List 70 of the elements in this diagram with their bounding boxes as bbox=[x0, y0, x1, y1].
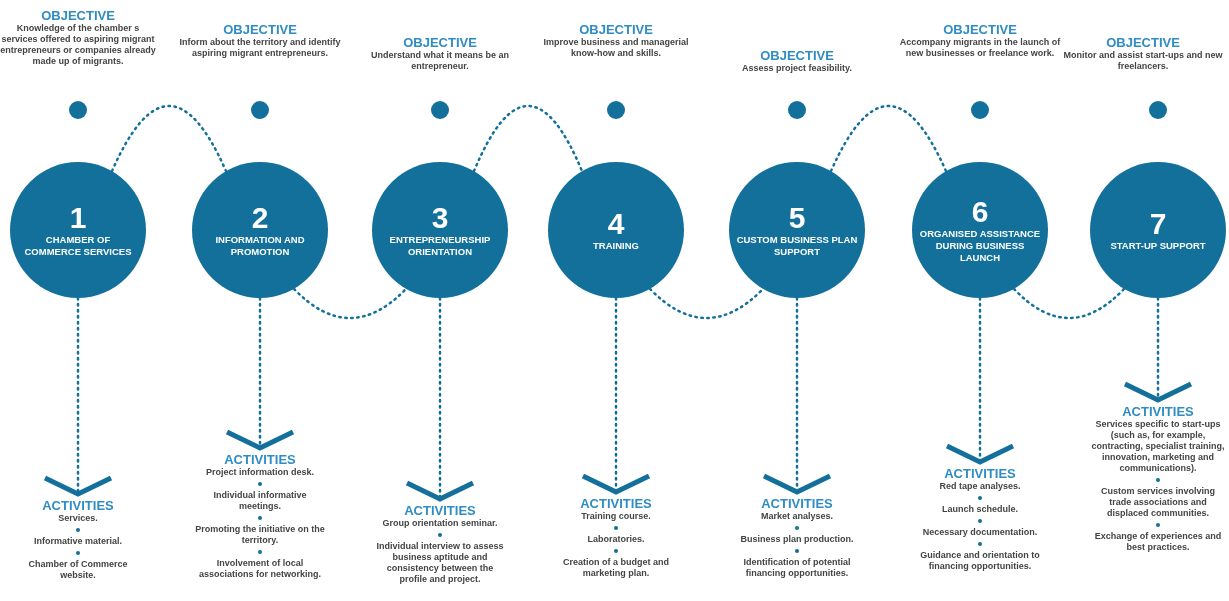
activity-text: Individual informative meetings. bbox=[212, 490, 308, 512]
activities-heading: ACTIVITIES bbox=[761, 496, 833, 511]
activity-text: Involvement of local associations for networking. bbox=[198, 558, 322, 580]
step-title: CUSTOM BUSINESS PLAN SUPPORT bbox=[736, 234, 858, 258]
activity-text: Necessary documentation. bbox=[922, 527, 1038, 538]
activity-text: Creation of a budget and marketing plan. bbox=[562, 557, 670, 579]
activities-heading: ACTIVITIES bbox=[224, 452, 296, 467]
dotted-arrow bbox=[404, 296, 476, 502]
objective-heading: OBJECTIVE bbox=[41, 8, 115, 23]
step-title: START-UP SUPPORT bbox=[1109, 240, 1207, 252]
activity-text: Custom services involving trade associations and displaced communities. bbox=[1099, 486, 1216, 519]
objective-text: Accompany migrants in the launch of new businesses or freelance work. bbox=[898, 37, 1062, 59]
step-number: 4 bbox=[607, 208, 625, 240]
activity-text: Launch schedule. bbox=[942, 504, 1018, 515]
objective-text: Improve business and managerial know-how and skills. bbox=[542, 37, 690, 59]
activities-heading: ACTIVITIES bbox=[1122, 404, 1194, 419]
activities-heading: ACTIVITIES bbox=[42, 498, 114, 513]
step-number: 7 bbox=[1149, 208, 1167, 240]
dotted-arrow bbox=[761, 296, 833, 495]
activity-text: Identification of potential financing opportunities. bbox=[742, 557, 852, 579]
dotted-arrow bbox=[42, 296, 114, 497]
dotted-arrow bbox=[944, 296, 1016, 465]
step-number: 3 bbox=[431, 202, 449, 234]
dotted-arrow bbox=[580, 296, 652, 495]
step-title: INFORMATION AND PROMOTION bbox=[214, 234, 306, 258]
objective-heading: OBJECTIVE bbox=[760, 48, 834, 63]
step-number: 6 bbox=[971, 196, 989, 228]
objective-text: Understand what it means be an entrepreneur. bbox=[370, 50, 510, 72]
activity-text: Guidance and orientation to financing opportunities. bbox=[919, 550, 1041, 572]
dotted-arc bbox=[648, 287, 765, 320]
objective-text: Monitor and assist start-ups and new freelancers. bbox=[1062, 50, 1224, 72]
dotted-arrow bbox=[1122, 296, 1194, 403]
dotted-arc bbox=[472, 104, 584, 173]
activity-text: Red tape analyses. bbox=[939, 481, 1021, 492]
activities-heading: ACTIVITIES bbox=[580, 496, 652, 511]
activity-text: Services specific to start-ups (such as, for example, contracting, specialist training, innovation, marketing and communications). bbox=[1091, 419, 1225, 474]
objective-heading: OBJECTIVE bbox=[943, 22, 1017, 37]
objective-text: Knowledge of the chamber s services offered to aspiring migrant entrepreneurs or companies already made up of migrants. bbox=[0, 23, 156, 67]
objective-heading: OBJECTIVE bbox=[579, 22, 653, 37]
step-number: 2 bbox=[251, 202, 269, 234]
dotted-arc bbox=[1012, 287, 1126, 320]
step-number: 5 bbox=[788, 202, 806, 234]
step-number: 1 bbox=[69, 202, 87, 234]
activities-heading: ACTIVITIES bbox=[944, 466, 1016, 481]
objective-text: Inform about the territory and identify aspiring migrant entrepreneurs. bbox=[178, 37, 342, 59]
step-title: ORGANISED ASSISTANCE DURING BUSINESS LAUNCH bbox=[919, 228, 1041, 264]
objective-heading: OBJECTIVE bbox=[403, 35, 477, 50]
activity-text: Business plan production. bbox=[740, 534, 854, 545]
dotted-arc bbox=[829, 104, 948, 173]
step-title: ENTREPRENEURSHIP ORIENTATION bbox=[388, 234, 492, 258]
objective-heading: OBJECTIVE bbox=[1106, 35, 1180, 50]
activity-text: Services. bbox=[58, 513, 98, 524]
objective-text: Assess project feasibility. bbox=[742, 63, 852, 74]
objective-heading: OBJECTIVE bbox=[223, 22, 297, 37]
activity-text: Informative material. bbox=[34, 536, 122, 547]
activity-text: Individual interview to assess business aptitude and consistency between the profile and project. bbox=[375, 541, 505, 585]
activity-text: Exchange of experiences and best practices. bbox=[1093, 531, 1223, 553]
dotted-arc bbox=[292, 287, 408, 320]
activity-text: Project information desk. bbox=[206, 467, 314, 478]
dotted-arc bbox=[110, 104, 228, 173]
activity-text: Chamber of Commerce website. bbox=[27, 559, 129, 581]
activities-heading: ACTIVITIES bbox=[404, 503, 476, 518]
dotted-arrow bbox=[224, 296, 296, 451]
step-title: CHAMBER OF COMMERCE SERVICES bbox=[23, 234, 133, 258]
step-title: TRAINING bbox=[592, 240, 640, 252]
activity-text: Training course. bbox=[581, 511, 651, 522]
activity-text: Market analyses. bbox=[760, 511, 833, 522]
activity-text: Laboratories. bbox=[587, 534, 645, 545]
activity-text: Promoting the initiative on the territory. bbox=[194, 524, 326, 546]
activity-text: Group orientation seminar. bbox=[382, 518, 498, 529]
